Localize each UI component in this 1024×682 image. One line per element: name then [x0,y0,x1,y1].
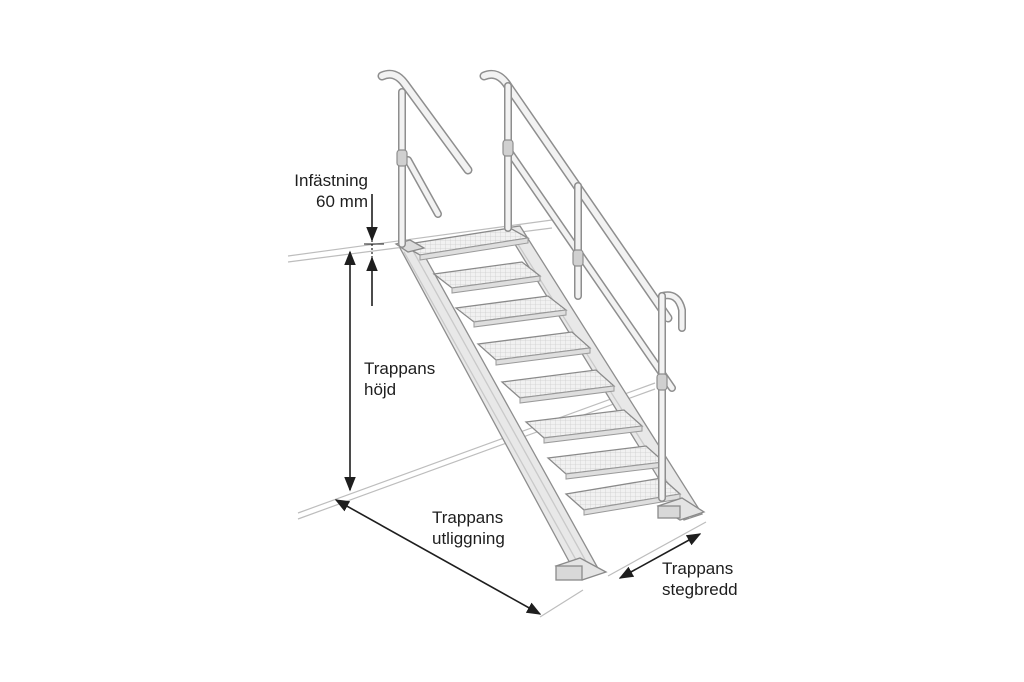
run-label-line1: Trappans [432,508,504,527]
right-handrail [396,69,686,502]
run-label: Trappans utliggning [432,507,505,549]
dimension-lines [334,194,702,615]
height-label-line2: höjd [364,380,397,399]
left-handrail [377,69,473,248]
run-dimension [334,499,542,615]
run-label-line2: utliggning [432,529,505,548]
step-width-label-line2: stegbredd [662,580,738,599]
left-stringer [399,243,601,579]
step-width-label-line1: Trappans [662,559,734,578]
step-width-dimension [618,533,702,579]
step-width-label: Trappans stegbredd [662,558,738,600]
mounting-label: Infästning 60 mm [262,170,368,212]
height-label: Trappans höjd [364,358,435,400]
height-label-line1: Trappans [364,359,436,378]
stair-treads [400,227,682,516]
mounting-label-line1: Infästning [294,171,368,190]
mounting-label-line2: 60 mm [316,192,368,211]
